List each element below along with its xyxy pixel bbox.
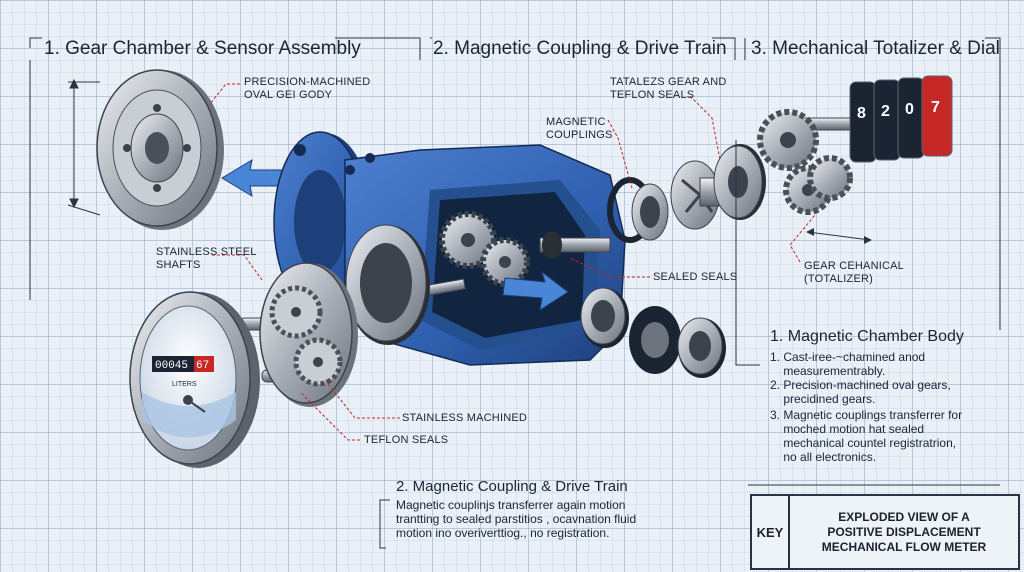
section-title-3: 3. Mechanical Totalizer & Dial [751, 38, 1000, 59]
callout-teflon-seals: TEFLON SEALS [364, 434, 449, 446]
wheel-digit-1: 8 [857, 105, 866, 122]
dial-reading: 00045 [155, 360, 188, 372]
flow-arrow-inner [502, 270, 569, 312]
callout-sealed-seals: SEALED SEALS [653, 271, 738, 283]
notes-right-item-2: 2. Precision-machined oval gears, precid… [770, 378, 951, 406]
gear-plate [239, 262, 358, 407]
coupling-rings [607, 144, 766, 243]
notes-right-item-1: 1. Cast-iree-~chamined anod measurementr… [770, 350, 926, 378]
key-title-block: KEY EXPLODED VIEW OF A POSITIVE DISPLACE… [750, 494, 1020, 570]
key-title: EXPLODED VIEW OF A POSITIVE DISPLACEMENT… [821, 509, 987, 554]
notes-right-heading: 1. Magnetic Chamber Body [770, 328, 964, 345]
wheel-digit-2: 2 [881, 103, 890, 120]
bearings [580, 287, 726, 378]
callout-stainless-shafts: STAINLESS STEEL SHAFTS [156, 246, 257, 271]
key-label: KEY [752, 496, 790, 568]
notes-right-item-3: 3. Magnetic couplings transferrer for mo… [770, 408, 963, 464]
wheel-digit-3: 0 [905, 101, 914, 118]
callout-magnetic-couplings: MAGNETIC COUPLINGS [546, 116, 613, 141]
dimension-line [67, 78, 101, 216]
dial-unit: LITERS [172, 381, 197, 388]
totalizer-assembly [757, 75, 953, 244]
callout-oval-gear-body: PRECISION-MACHINED OVAL GEI GODY [244, 76, 371, 101]
housing-seal-ring [345, 224, 430, 345]
callout-totalizer-gear-seals: TATALEZS GEAR AND TEFLON SEALS [610, 76, 727, 101]
oval-gears [439, 211, 530, 287]
section-title-2: 2. Magnetic Coupling & Drive Train [433, 38, 727, 59]
dial-reading-red: 67 [196, 360, 209, 372]
mechanical-dial [129, 291, 260, 468]
notes-bottom-text: Magnetic couplinjs transferrer again mot… [396, 498, 637, 540]
notes-bottom-heading: 2. Magnetic Coupling & Drive Train [396, 478, 628, 495]
wheel-digit-4: 7 [931, 99, 940, 116]
gear-chamber-disc [96, 69, 224, 230]
callout-stainless-machined: STAINLESS MACHINED [402, 412, 528, 424]
section-frames [29, 37, 1001, 486]
section-title-1: 1. Gear Chamber & Sensor Assembly [44, 38, 361, 59]
callout-gear-mechanical: GEAR CEHANICAL (TOTALIZER) [804, 260, 904, 285]
leader-lines [209, 83, 816, 549]
